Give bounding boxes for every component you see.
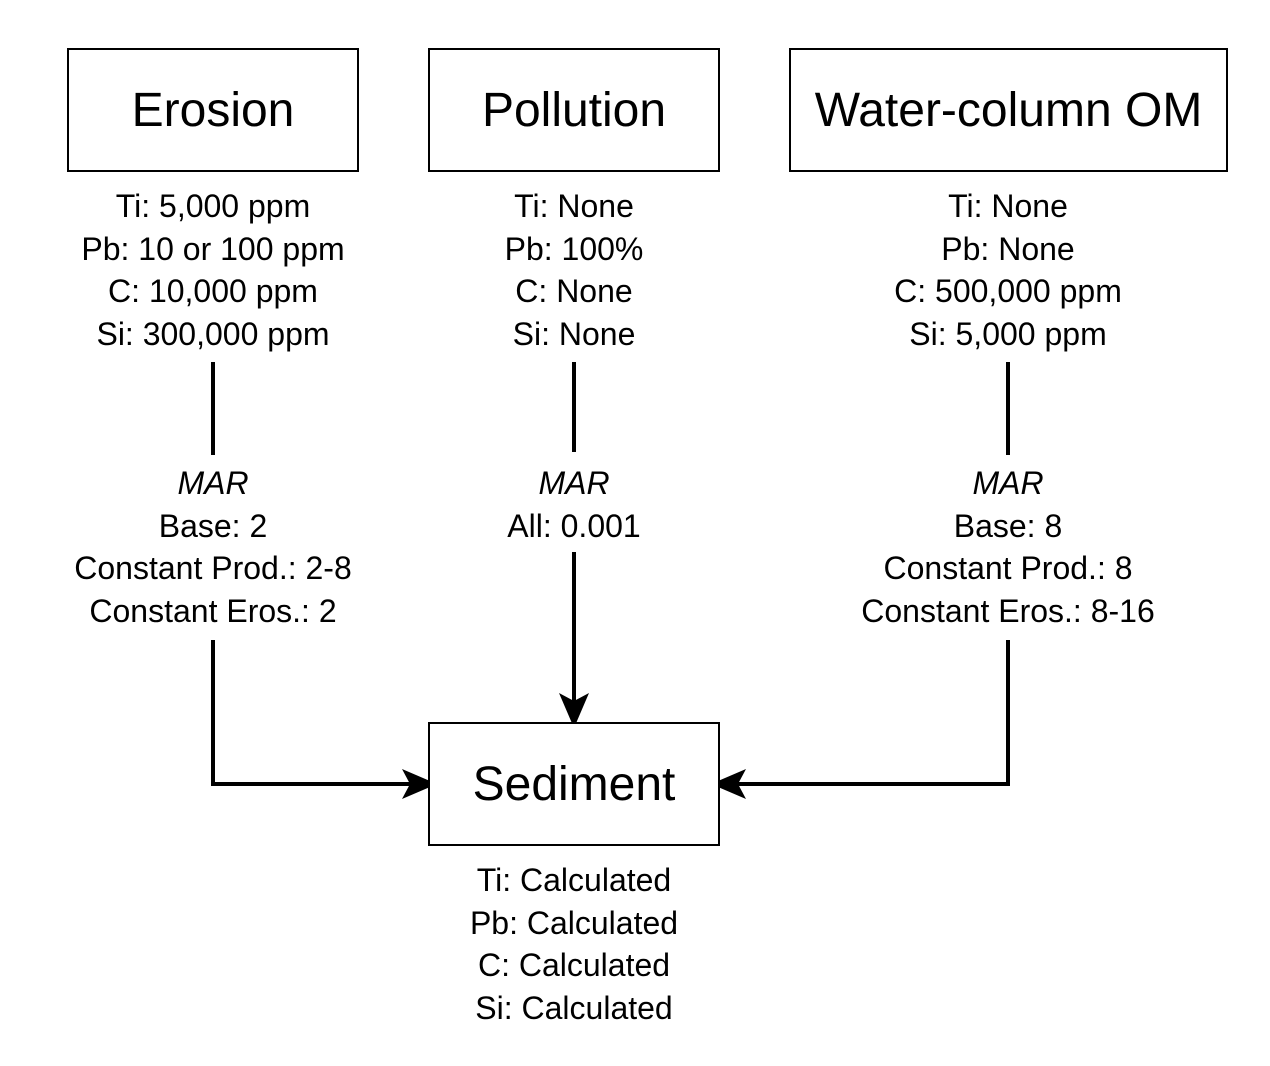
- water-column-om-ti-concentration: Ti: None: [948, 188, 1068, 224]
- sediment-title: Sediment: [472, 757, 676, 811]
- water-column-om-mar-constant-prod: Constant Prod.: 8: [883, 550, 1133, 586]
- pollution-pb-concentration: Pb: 100%: [504, 230, 644, 267]
- sediment-concentrations: Ti: Calculated Pb: Calculated C: Calcula…: [374, 859, 774, 1029]
- pollution-arrowhead: [559, 693, 589, 728]
- erosion-box: Erosion: [67, 48, 359, 172]
- erosion-mar-constant-prod: Constant Prod.: 2-8: [74, 550, 352, 586]
- water-column-om-c-concentration: C: 500,000 ppm: [894, 273, 1122, 309]
- erosion-title: Erosion: [131, 83, 295, 137]
- erosion-mar-constant-eros: Constant Eros.: 2: [89, 592, 337, 629]
- sediment-ti-concentration: Ti: Calculated: [476, 862, 672, 898]
- water-column-om-si-concentration: Si: 5,000 ppm: [909, 315, 1107, 352]
- erosion-c-concentration: C: 10,000 ppm: [108, 273, 318, 309]
- water-column-om-mar-constant-eros: Constant Eros.: 8-16: [861, 592, 1155, 629]
- sediment-pb-concentration: Pb: Calculated: [469, 904, 679, 941]
- pollution-mar-all: All: 0.001: [507, 507, 641, 544]
- erosion-ti-concentration: Ti: 5,000 ppm: [115, 188, 311, 224]
- water-column-om-mar-base: Base: 8: [953, 507, 1063, 544]
- water-column-om-concentrations: Ti: None Pb: None C: 500,000 ppm Si: 5,0…: [808, 185, 1208, 355]
- pollution-mar-heading: MAR: [538, 465, 610, 501]
- erosion-mar-base: Base: 2: [158, 507, 268, 544]
- pollution-title: Pollution: [481, 83, 667, 137]
- erosion-pb-concentration: Pb: 10 or 100 ppm: [81, 230, 345, 267]
- erosion-mar: MAR Base: 2 Constant Prod.: 2-8 Constant…: [13, 462, 413, 632]
- pollution-mar: MAR All: 0.001: [374, 462, 774, 547]
- sediment-box: Sediment: [428, 722, 720, 846]
- water-column-om-mar-heading: MAR: [972, 465, 1044, 501]
- erosion-concentrations: Ti: 5,000 ppm Pb: 10 or 100 ppm C: 10,00…: [13, 185, 413, 355]
- erosion-arrowhead: [402, 769, 437, 799]
- water-column-om-mar: MAR Base: 8 Constant Prod.: 8 Constant E…: [808, 462, 1208, 632]
- erosion-si-concentration: Si: 300,000 ppm: [96, 315, 330, 352]
- sediment-si-concentration: Si: Calculated: [475, 989, 673, 1026]
- pollution-c-concentration: C: None: [515, 273, 633, 309]
- erosion-to-sediment-arrow: [211, 640, 410, 786]
- erosion-mar-heading: MAR: [177, 465, 249, 501]
- pollution-concentrations: Ti: None Pb: 100% C: None Si: None: [374, 185, 774, 355]
- water-column-om-to-sediment-arrow: [737, 640, 1010, 786]
- water-column-om-arrowhead: [711, 769, 746, 799]
- water-column-om-box: Water-column OM: [789, 48, 1228, 172]
- pollution-box: Pollution: [428, 48, 720, 172]
- pollution-si-concentration: Si: None: [512, 315, 636, 352]
- water-column-om-title: Water-column OM: [814, 83, 1203, 137]
- sediment-c-concentration: C: Calculated: [477, 947, 671, 983]
- water-column-om-pb-concentration: Pb: None: [941, 230, 1075, 267]
- pollution-ti-concentration: Ti: None: [514, 188, 634, 224]
